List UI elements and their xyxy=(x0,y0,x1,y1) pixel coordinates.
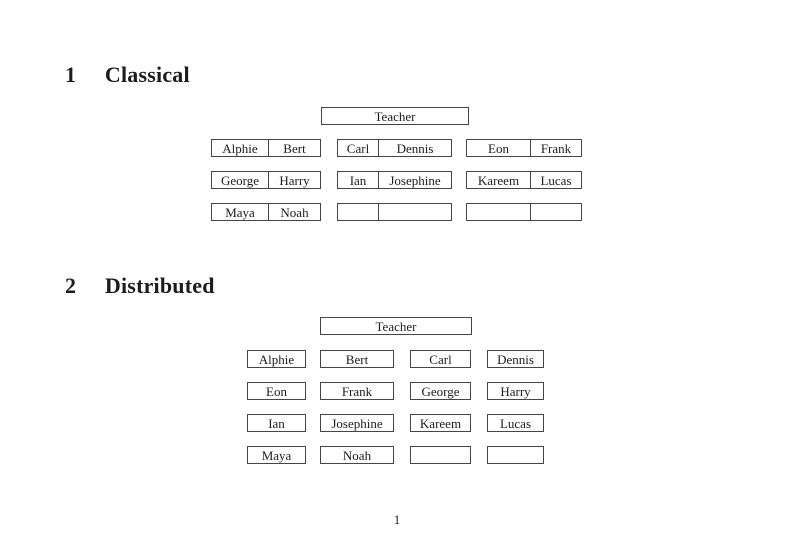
desk: Alphie Bert xyxy=(211,139,321,157)
seat-box: Noah xyxy=(320,446,394,464)
desk-seat-left: Alphie xyxy=(212,140,269,156)
seat-box-empty xyxy=(487,446,544,464)
desk: Carl Dennis xyxy=(337,139,452,157)
seat-box: Ian xyxy=(247,414,306,432)
desk-seat-right xyxy=(531,204,581,220)
page-number: 1 xyxy=(393,512,401,527)
desk-seat-right: Frank xyxy=(540,140,572,156)
desk-seat-right: Bert xyxy=(283,140,306,156)
section-heading-distributed: 2 Distributed xyxy=(65,273,215,299)
desk: Maya Noah xyxy=(211,203,321,221)
seat-label: Alphie xyxy=(258,351,295,367)
seat-box: Josephine xyxy=(320,414,394,432)
section-heading-classical: 1 Classical xyxy=(65,62,190,88)
desk: George Harry xyxy=(211,171,321,189)
seat-label: Kareem xyxy=(419,415,462,431)
seat-label: Lucas xyxy=(499,415,532,431)
teacher-label: Teacher xyxy=(375,318,417,334)
section-number: 2 xyxy=(65,273,77,298)
desk-seat-right: Josephine xyxy=(389,172,441,188)
section-number: 1 xyxy=(65,62,77,87)
seat-box: Harry xyxy=(487,382,544,400)
seat-label: Noah xyxy=(342,447,372,463)
desk-seat-left: Eon xyxy=(467,140,531,156)
seat-box: Maya xyxy=(247,446,306,464)
seat-label: Eon xyxy=(266,383,287,399)
seat-label: Frank xyxy=(341,383,373,399)
section-title: Distributed xyxy=(104,273,215,298)
desk-empty xyxy=(466,203,582,221)
desk-seat-right: Dennis xyxy=(396,140,434,156)
seat-box: George xyxy=(410,382,471,400)
desk: Eon Frank xyxy=(466,139,582,157)
desk-seat-left: Maya xyxy=(212,204,269,220)
seat-box: Kareem xyxy=(410,414,471,432)
seat-label: Dennis xyxy=(497,351,534,367)
desk-seat-right xyxy=(379,204,451,220)
desk-seat-left: George xyxy=(212,172,269,188)
desk: Ian Josephine xyxy=(337,171,452,189)
desk-seat-right: Harry xyxy=(279,172,310,188)
seat-box: Alphie xyxy=(247,350,306,368)
seat-label: Josephine xyxy=(331,415,383,431)
desk-seat-right: Noah xyxy=(280,204,309,220)
teacher-label: Teacher xyxy=(374,108,416,124)
desk-seat-left: Carl xyxy=(338,140,379,156)
seat-box: Carl xyxy=(410,350,471,368)
seat-label: Maya xyxy=(261,447,292,463)
seat-box: Lucas xyxy=(487,414,544,432)
section-title: Classical xyxy=(104,62,190,87)
seat-box: Eon xyxy=(247,382,306,400)
desk: Kareem Lucas xyxy=(466,171,582,189)
seat-label: Bert xyxy=(345,351,369,367)
seat-label: Ian xyxy=(268,415,285,431)
desk-seat-right: Lucas xyxy=(540,172,572,188)
seat-box: Dennis xyxy=(487,350,544,368)
desk-seat-left xyxy=(467,204,531,220)
desk-empty xyxy=(337,203,452,221)
seat-label: George xyxy=(421,383,460,399)
desk-seat-left xyxy=(338,204,379,220)
seat-box: Bert xyxy=(320,350,394,368)
desk-seat-left: Kareem xyxy=(467,172,531,188)
desk-seat-left: Ian xyxy=(338,172,379,188)
seat-box: Frank xyxy=(320,382,394,400)
seat-label: Carl xyxy=(429,351,452,367)
seat-box-empty xyxy=(410,446,471,464)
teacher-box: Teacher xyxy=(321,107,469,125)
seat-label: Harry xyxy=(500,383,531,399)
teacher-box: Teacher xyxy=(320,317,472,335)
